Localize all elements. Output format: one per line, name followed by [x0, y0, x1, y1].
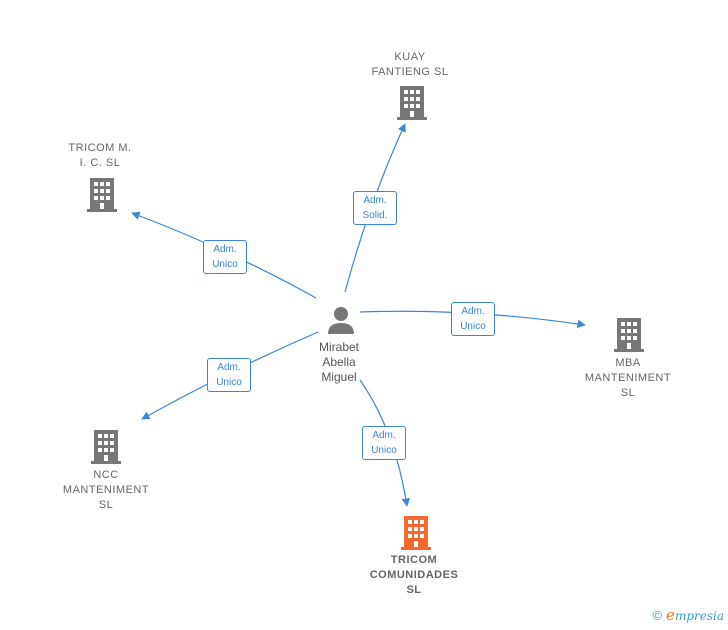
building-icon-highlighted[interactable] [401, 516, 431, 550]
brand-logo-letter: e [666, 606, 675, 624]
company-name-ncc[interactable]: NCC MANTENIMENT SL [62, 469, 150, 511]
person-icon [328, 307, 354, 334]
brand-name: mpresia [674, 609, 724, 623]
copyright-icon: © [652, 608, 663, 623]
building-icon[interactable] [91, 430, 121, 464]
brand-footer[interactable]: ©empresia [652, 606, 724, 624]
relation-label-tricom-mic: Adm. Unico [203, 240, 247, 274]
person-name[interactable]: Mirabet Abella Miguel [318, 340, 359, 384]
building-icon[interactable] [87, 178, 117, 212]
company-name-tricom-com[interactable]: TRICOM COMUNIDADES SL [369, 554, 459, 596]
relation-label-ncc: Adm. Unico [207, 358, 251, 392]
relation-label-kuay: Adm. Solid. [353, 191, 397, 225]
relation-label-mba: Adm. Unico [451, 302, 495, 336]
company-name-kuay[interactable]: KUAY FANTIENG SL [371, 51, 449, 78]
building-icon[interactable] [614, 318, 644, 352]
company-name-tricom-mic[interactable]: TRICOM M. I. C. SL [68, 142, 132, 169]
building-icon[interactable] [397, 86, 427, 120]
relation-label-tricom-com: Adm. Unico [362, 426, 406, 460]
company-name-mba[interactable]: MBA MANTENIMENT SL [584, 357, 672, 399]
